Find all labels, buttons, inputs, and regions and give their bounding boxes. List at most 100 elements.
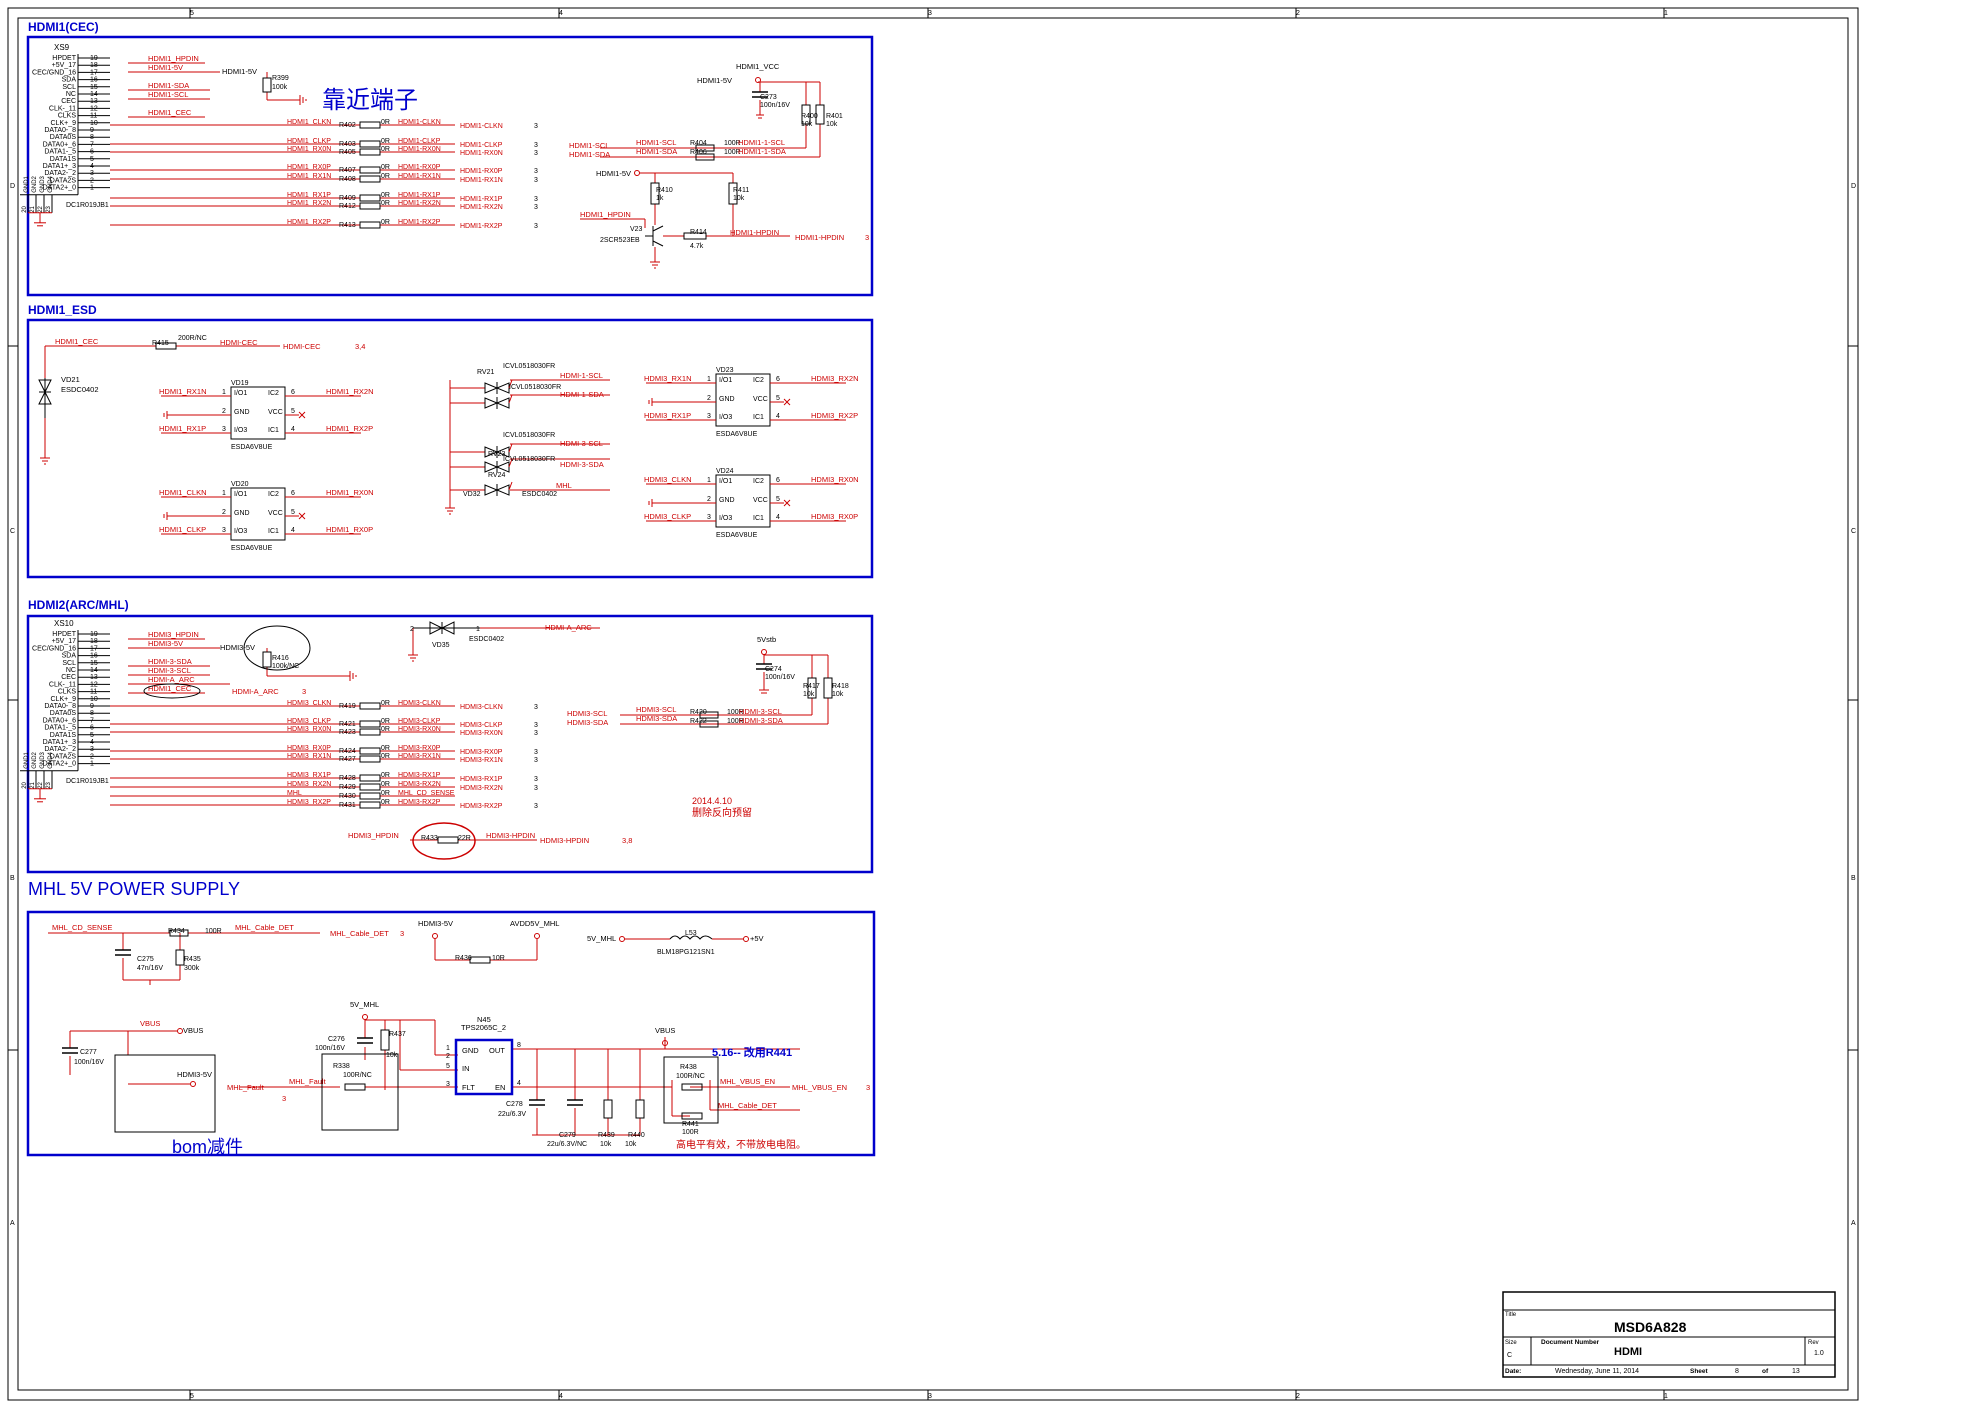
net-label: HDMI1-RX0N bbox=[460, 150, 503, 157]
net-label: HDMI3_RX0N bbox=[811, 475, 859, 484]
pin-number: 1 bbox=[707, 376, 711, 383]
net-label: HDMI3-RX1N bbox=[460, 757, 503, 764]
row-label: C bbox=[10, 528, 15, 535]
esd-chip-pin: I/O1 bbox=[234, 491, 247, 498]
r436-ref: R436 bbox=[455, 955, 472, 962]
r436-value: 10R bbox=[492, 955, 505, 962]
net-label: HDMI1-CLKP bbox=[398, 138, 441, 145]
pin-number: 3 bbox=[707, 413, 711, 420]
c277-value: 100n/16V bbox=[74, 1059, 104, 1066]
r438-value: 100R/NC bbox=[676, 1073, 705, 1080]
pin-number: 6 bbox=[776, 376, 780, 383]
net-label: HDMI3_HPDIN bbox=[148, 630, 199, 639]
n45-pin: IN bbox=[462, 1064, 470, 1073]
page-ref: 3 bbox=[534, 776, 538, 783]
row-label: C bbox=[1851, 528, 1856, 535]
net-label: HDMI3_RX0N bbox=[287, 726, 331, 733]
net-label: HDMI3_RX2N bbox=[811, 374, 859, 383]
r418-ref: R418 bbox=[832, 683, 849, 690]
pin-number: 1 bbox=[222, 389, 226, 396]
connector-gnd-pin: 22 bbox=[38, 781, 44, 788]
resistor-ref: R421 bbox=[339, 721, 356, 728]
r414-value: 4.7k bbox=[690, 243, 704, 250]
r414-ref: R414 bbox=[690, 229, 707, 236]
connector-pin-name: DATA1S bbox=[50, 732, 77, 739]
pin-number: 8 bbox=[517, 1042, 521, 1049]
connector-pin-name: DATA0-_8 bbox=[44, 703, 76, 710]
connector-pin-name: +5V_17 bbox=[52, 62, 76, 69]
esd-chip-pin: VCC bbox=[268, 510, 283, 517]
net-label: HDMI3-RX1N bbox=[398, 753, 441, 760]
net-label: HDMI3-CLKP bbox=[460, 722, 503, 729]
page-ref: 3 bbox=[534, 168, 538, 175]
svg-text:1: 1 bbox=[476, 626, 480, 633]
resistor-value: 0R bbox=[381, 726, 390, 733]
net-label: HDMI3-HPDIN bbox=[486, 831, 535, 840]
esd-chip-pin: I/O1 bbox=[234, 390, 247, 397]
net-label: HDMI1-RX2N bbox=[398, 200, 441, 207]
esd-chip-pin: IC1 bbox=[268, 427, 279, 434]
net-label: HDMI3_RX1P bbox=[287, 772, 331, 779]
r415-ref: R415 bbox=[152, 340, 169, 347]
c279-ref: C279 bbox=[559, 1132, 576, 1139]
page-ref: 3 bbox=[400, 929, 404, 938]
vstb-label: 5Vstb bbox=[757, 635, 776, 644]
vd21-ref: VD21 bbox=[61, 375, 80, 384]
net-label: HDMI3_RX1N bbox=[287, 753, 331, 760]
net-label: MHL bbox=[556, 481, 572, 490]
net-label: HDMI1_RX2N bbox=[287, 200, 331, 207]
pin-number: 2 bbox=[222, 408, 226, 415]
section-title-hdmi1-cec: HDMI1(CEC) bbox=[28, 20, 99, 34]
esd-chip-part: ESDA6V8UE bbox=[231, 545, 273, 552]
pin-number: 6 bbox=[776, 477, 780, 484]
resistor-ref: R412 bbox=[339, 203, 356, 210]
net-label: MHL_VBUS_EN bbox=[720, 1077, 775, 1086]
col-label: 1 bbox=[1664, 1393, 1668, 1400]
r420-value: 100R bbox=[727, 709, 744, 716]
esd-chip-pin: I/O3 bbox=[234, 528, 247, 535]
net-label: HDMI1_RX0N bbox=[326, 488, 374, 497]
col-label: 4 bbox=[559, 1393, 563, 1400]
net-label: HDMI-3-SDA bbox=[739, 716, 783, 725]
esd-chip-pin: VCC bbox=[753, 396, 768, 403]
n45-pin: EN bbox=[495, 1083, 505, 1092]
row-label: A bbox=[1851, 1220, 1856, 1227]
net-label: HDMI-CEC bbox=[283, 342, 321, 351]
r434-ref: R434 bbox=[168, 928, 185, 935]
net-label: HDMI1-CLKP bbox=[460, 142, 503, 149]
r415-value: 200R/NC bbox=[178, 335, 207, 342]
mhl-ferrite: 5V_MHL L53 BLM18PG121SN1 +5V bbox=[587, 930, 764, 956]
esd-chip-pin: IC2 bbox=[753, 377, 764, 384]
page-ref: 3 bbox=[534, 704, 538, 711]
r399-body bbox=[262, 77, 272, 93]
net-label: HDMI-CEC bbox=[220, 338, 258, 347]
r417-ref: R417 bbox=[803, 683, 820, 690]
connector-pin-name: DATA0-_8 bbox=[44, 127, 76, 134]
net-label: HDMI1-RX0P bbox=[460, 168, 503, 175]
pin-number: 4 bbox=[776, 514, 780, 521]
net-label: HDMI3-RX2P bbox=[398, 799, 441, 806]
net-label: HDMI1-RX1P bbox=[460, 196, 503, 203]
page-ref: 3 bbox=[534, 730, 538, 737]
connector-pin-name: DATA1S bbox=[50, 156, 77, 163]
net-label: HDMI1_CEC bbox=[148, 684, 192, 693]
page-ref: 3,4 bbox=[355, 342, 365, 351]
row-label: D bbox=[10, 183, 15, 190]
resistor-ref: R419 bbox=[339, 703, 356, 710]
net-label: HDMI-A_ARC bbox=[148, 675, 195, 684]
pin-number: 6 bbox=[291, 389, 295, 396]
rv21-part: ICVL0518030FR bbox=[503, 363, 555, 370]
net-label: HDMI3-RX2P bbox=[460, 803, 503, 810]
esd-chip-pin: GND bbox=[234, 510, 250, 517]
hdmi2-left-nets: HDMI3_HPDIN HDMI3-5V HDMI-3-SDA HDMI-3-S… bbox=[148, 630, 199, 693]
avdd-label: AVDD5V_MHL bbox=[510, 919, 559, 928]
net-label: HDMI1-SDA bbox=[569, 150, 610, 159]
net-label: MHL_Cable_DET bbox=[235, 923, 294, 932]
of-label: of bbox=[1762, 1368, 1769, 1375]
resistor-value: 0R bbox=[381, 200, 390, 207]
net-label: HDMI3-5V bbox=[148, 639, 183, 648]
p5v-label: +5V bbox=[750, 934, 764, 943]
net-label: HDMI3-RX2N bbox=[460, 785, 503, 792]
c276-ref: C276 bbox=[328, 1036, 345, 1043]
